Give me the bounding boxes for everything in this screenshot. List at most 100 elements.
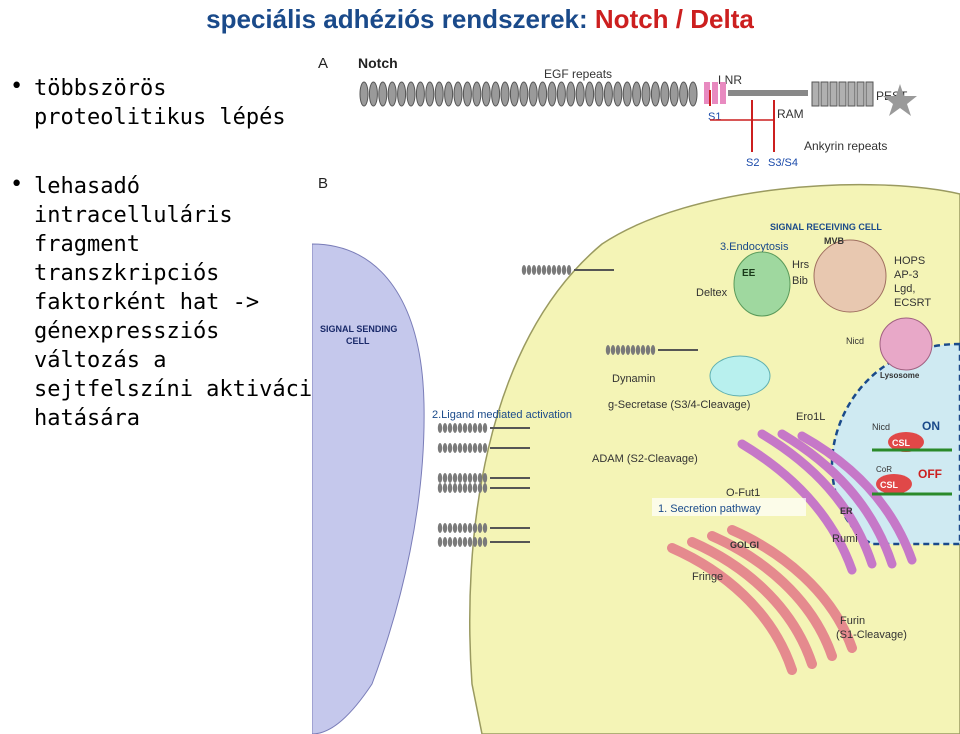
golgi-apparatus bbox=[667, 525, 857, 675]
ligand-activation-label: 2.Ligand mediated activation bbox=[432, 409, 572, 421]
egf-repeat-bead bbox=[477, 443, 483, 453]
nicd-label: Nicd bbox=[846, 336, 864, 346]
egf-repeat-bead bbox=[457, 423, 463, 433]
ero1l-label: Ero1L bbox=[796, 411, 825, 423]
ankyrin-repeat-block bbox=[838, 81, 847, 107]
signal-sending-label: SIGNAL SENDING bbox=[320, 324, 397, 334]
lgd-label: Lgd, bbox=[894, 283, 915, 295]
egf-repeat-bead bbox=[437, 523, 443, 533]
panel-b: B SIGNAL SENDING CELL SIGNAL RECEIVING C… bbox=[312, 175, 960, 734]
bullet-2-line: változás a bbox=[34, 348, 167, 373]
lnr-block bbox=[704, 82, 710, 104]
bullet-1: • többszörös proteolitikus lépés bbox=[10, 74, 286, 132]
egf-repeat-bead bbox=[452, 423, 458, 433]
egf-repeat-oval bbox=[594, 81, 604, 107]
egf-repeat-oval bbox=[613, 81, 623, 107]
s1-label: S1 bbox=[708, 111, 721, 123]
egf-repeat-bead bbox=[556, 265, 562, 275]
egf-repeat-bead bbox=[462, 537, 468, 547]
egf-repeat-bead bbox=[442, 483, 448, 493]
egf-repeat-oval bbox=[547, 81, 557, 107]
egf-repeat-ovals bbox=[359, 81, 698, 107]
egf-repeat-bead bbox=[442, 473, 448, 483]
egf-repeat-bead bbox=[462, 423, 468, 433]
panel-a: A Notch EGF repeats LNR PEST RAM S1 Anky… bbox=[318, 55, 917, 169]
slide-title: speciális adhéziós rendszerek: Notch / D… bbox=[0, 4, 960, 35]
on-label: ON bbox=[922, 419, 940, 433]
egf-repeat-bead bbox=[472, 537, 478, 547]
egf-repeat-bead bbox=[462, 473, 468, 483]
notch-signaling-figure: A Notch EGF repeats LNR PEST RAM S1 Anky… bbox=[312, 55, 960, 734]
egf-repeat-oval bbox=[359, 81, 369, 107]
s3s4-label: S3/S4 bbox=[768, 157, 798, 169]
ankyrin-repeat-block bbox=[865, 81, 874, 107]
egf-repeat-bead bbox=[477, 537, 483, 547]
secretion-pathway-label: 1. Secretion pathway bbox=[658, 503, 761, 515]
egf-repeat-bead bbox=[472, 423, 478, 433]
ee-label: EE bbox=[742, 268, 756, 279]
bullet-2-line: hatására bbox=[34, 406, 140, 431]
egf-repeat-oval bbox=[566, 81, 576, 107]
egf-repeat-oval bbox=[415, 81, 425, 107]
egf-repeats-label: EGF repeats bbox=[544, 67, 612, 81]
slide-title-part1: speciális adhéziós rendszerek: bbox=[206, 4, 595, 34]
s2-label: S2 bbox=[746, 157, 759, 169]
panel-a-letter: A bbox=[318, 55, 328, 72]
signal-sending-cell bbox=[312, 243, 425, 734]
egf-repeat-oval bbox=[556, 81, 566, 107]
egf-repeat-bead bbox=[447, 443, 453, 453]
egf-repeat-bead bbox=[482, 483, 488, 493]
rumi-label: Rumi bbox=[832, 533, 858, 545]
egf-repeat-bead bbox=[477, 423, 483, 433]
egf-repeat-bead bbox=[620, 345, 626, 355]
egf-repeat-oval bbox=[444, 81, 454, 107]
hrs-label: Hrs bbox=[792, 259, 810, 271]
egf-repeat-bead bbox=[447, 423, 453, 433]
egf-repeat-oval bbox=[434, 81, 444, 107]
egf-repeat-bead bbox=[447, 483, 453, 493]
egf-repeat-bead bbox=[462, 523, 468, 533]
egf-repeat-bead bbox=[437, 423, 443, 433]
fringe-label: Fringe bbox=[692, 571, 723, 583]
mvb bbox=[813, 239, 887, 313]
egf-repeat-bead bbox=[472, 473, 478, 483]
egf-repeat-bead bbox=[457, 473, 463, 483]
nicd-nucleus-label: Nicd bbox=[872, 422, 890, 432]
bullet-2-line: lehasadó bbox=[34, 174, 140, 199]
signal-receiving-cell bbox=[469, 183, 960, 734]
pest-star bbox=[883, 84, 917, 116]
golgi-label: GOLGI bbox=[730, 540, 759, 550]
egf-repeat-bead bbox=[457, 537, 463, 547]
bullet-dot: • bbox=[10, 74, 24, 99]
egf-repeat-bead bbox=[650, 345, 656, 355]
ankyrin-repeat-block bbox=[847, 81, 856, 107]
bullet-2-line: sejtfelszíni aktiváció bbox=[34, 377, 326, 402]
egf-repeat-bead bbox=[462, 483, 468, 493]
egf-repeat-oval bbox=[632, 81, 642, 107]
ankyrin-label: Ankyrin repeats bbox=[804, 139, 887, 153]
bullet-2-line: génexpressziós bbox=[34, 319, 220, 344]
egf-repeat-bead bbox=[615, 345, 621, 355]
ecsrt-label: ECSRT bbox=[894, 297, 931, 309]
egf-repeat-bead bbox=[442, 537, 448, 547]
egf-repeat-oval bbox=[669, 81, 679, 107]
egf-repeat-oval bbox=[378, 81, 388, 107]
signal-sending-label: CELL bbox=[346, 336, 370, 346]
egf-repeat-bead bbox=[610, 345, 616, 355]
egf-repeat-bead bbox=[467, 537, 473, 547]
egf-repeat-bead bbox=[561, 265, 567, 275]
secretion-label-bg bbox=[652, 498, 806, 516]
egf-repeat-oval bbox=[679, 81, 689, 107]
egf-repeat-oval bbox=[387, 81, 397, 107]
ligand-receptor-chains bbox=[437, 265, 698, 547]
notch-label: Notch bbox=[358, 55, 398, 71]
egf-repeat-bead bbox=[457, 443, 463, 453]
egf-repeat-bead bbox=[447, 473, 453, 483]
egf-repeat-oval bbox=[538, 81, 548, 107]
bullet-2-line: intracelluláris bbox=[34, 203, 233, 228]
ram-label: RAM bbox=[777, 107, 804, 121]
bullet-1-line: többszörös bbox=[34, 76, 167, 101]
egf-repeat-bead bbox=[437, 483, 443, 493]
egf-repeat-oval bbox=[368, 81, 378, 107]
egf-repeat-oval bbox=[660, 81, 670, 107]
